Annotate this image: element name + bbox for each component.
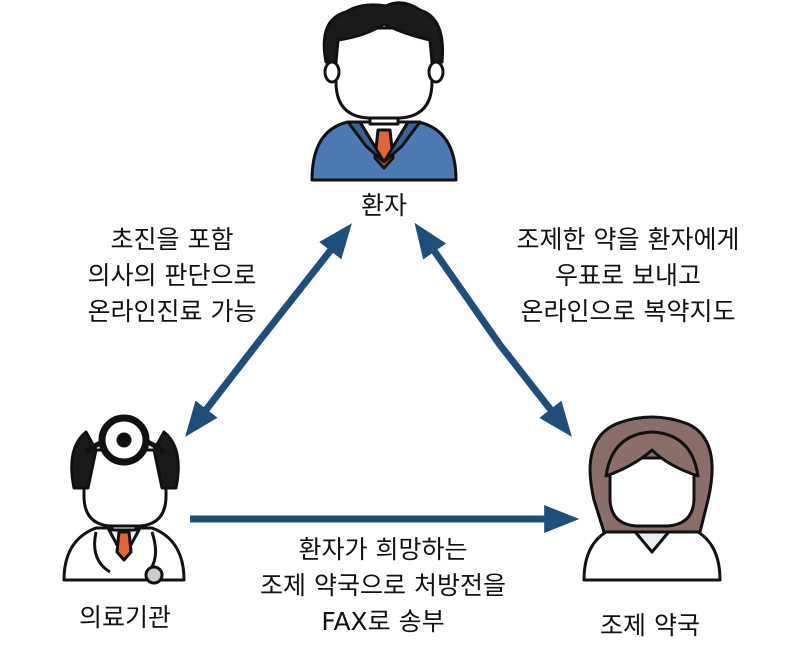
arrow-clinic-to-patient <box>257 223 352 343</box>
clinic-pharmacy-line: 환자가 희망하는 <box>298 535 468 564</box>
pharmacy-label: 조제 약국 <box>600 611 700 640</box>
clinic-patient-line: 의사의 판단으로 <box>87 261 257 290</box>
clinic-pharmacy-line: 조제 약국으로 처방전을 <box>260 571 506 600</box>
patient-pharmacy-line: 우표로 보내고 <box>555 261 701 290</box>
clinic-label: 의료기관 <box>78 603 171 632</box>
arrow-pharmacy-to-patient <box>414 222 503 348</box>
pharmacist-figure <box>582 415 722 582</box>
patient-collar-right <box>382 120 422 164</box>
doctor-figure <box>62 414 186 585</box>
clinic-pharmacy-annotation: 환자가 희망하는 조제 약국으로 처방전을 FAX로 송부 <box>218 532 548 640</box>
patient-face <box>334 26 434 120</box>
clinic-patient-annotation: 초진을 포함 의사의 판단으로 온라인진료 가능 <box>42 222 302 330</box>
clinic-patient-line: 초진을 포함 <box>110 225 234 254</box>
patient-pharmacy-line: 조제한 약을 환자에게 <box>516 225 740 254</box>
arrows <box>185 222 580 533</box>
doctor-head-mirror-center <box>116 432 132 448</box>
patient-pharmacy-line: 온라인으로 복약지도 <box>520 297 736 326</box>
patient-figure <box>310 1 458 182</box>
arrow-patient-to-pharmacy <box>497 342 572 437</box>
arrow-patient-to-clinic <box>185 337 263 437</box>
doctor-tie <box>115 530 133 562</box>
patient-ear-right <box>427 60 445 84</box>
patient-ear-left <box>323 60 341 84</box>
patient-label: 환자 <box>360 191 407 220</box>
pharmacist-bangs <box>604 430 700 478</box>
patient-hair <box>322 1 445 64</box>
clinic-pharmacy-line: FAX로 송부 <box>321 607 445 636</box>
doctor-stethoscope-head <box>144 565 164 585</box>
patient-pharmacy-annotation: 조제한 약을 환자에게 우표로 보내고 온라인으로 복약지도 <box>478 222 778 330</box>
clinic-patient-line: 온라인진료 가능 <box>87 297 257 326</box>
